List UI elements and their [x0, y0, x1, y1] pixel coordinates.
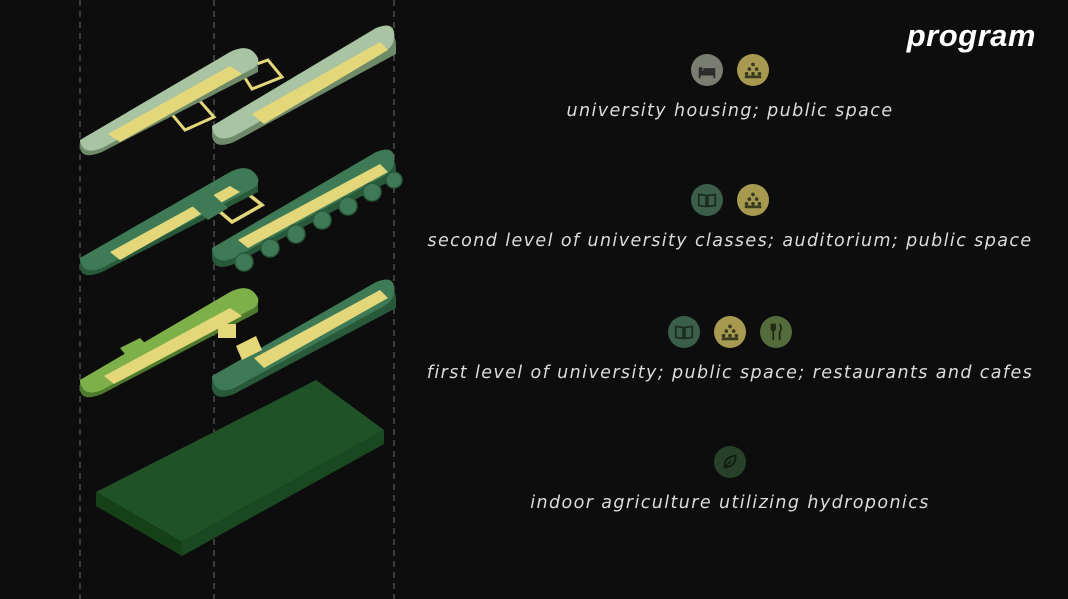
page-title: program: [906, 18, 1036, 53]
crowd-icon: [714, 316, 746, 348]
level-first-plan: [80, 279, 396, 398]
program-level-housing: university housing; public space: [420, 54, 1040, 121]
leaf-icon: [714, 446, 746, 478]
fork-knife-icon: [760, 316, 792, 348]
level-agriculture-slab: [96, 380, 384, 556]
book-icon: [668, 316, 700, 348]
level-label-classes: second level of university classes; audi…: [427, 231, 1033, 251]
program-level-first: first level of university; public space;…: [420, 316, 1040, 383]
level-label-housing: university housing; public space: [566, 101, 894, 121]
program-level-classes: second level of university classes; audi…: [420, 184, 1040, 251]
level-label-agriculture: indoor agriculture utilizing hydroponics: [530, 493, 930, 513]
program-level-agriculture: indoor agriculture utilizing hydroponics: [420, 446, 1040, 513]
crowd-icon: [737, 184, 769, 216]
level-housing-plan: [80, 25, 396, 156]
level-label-first: first level of university; public space;…: [426, 363, 1034, 383]
crowd-icon: [737, 54, 769, 86]
level-classes-plan: [80, 149, 403, 276]
bed-icon: [691, 54, 723, 86]
book-icon: [691, 184, 723, 216]
